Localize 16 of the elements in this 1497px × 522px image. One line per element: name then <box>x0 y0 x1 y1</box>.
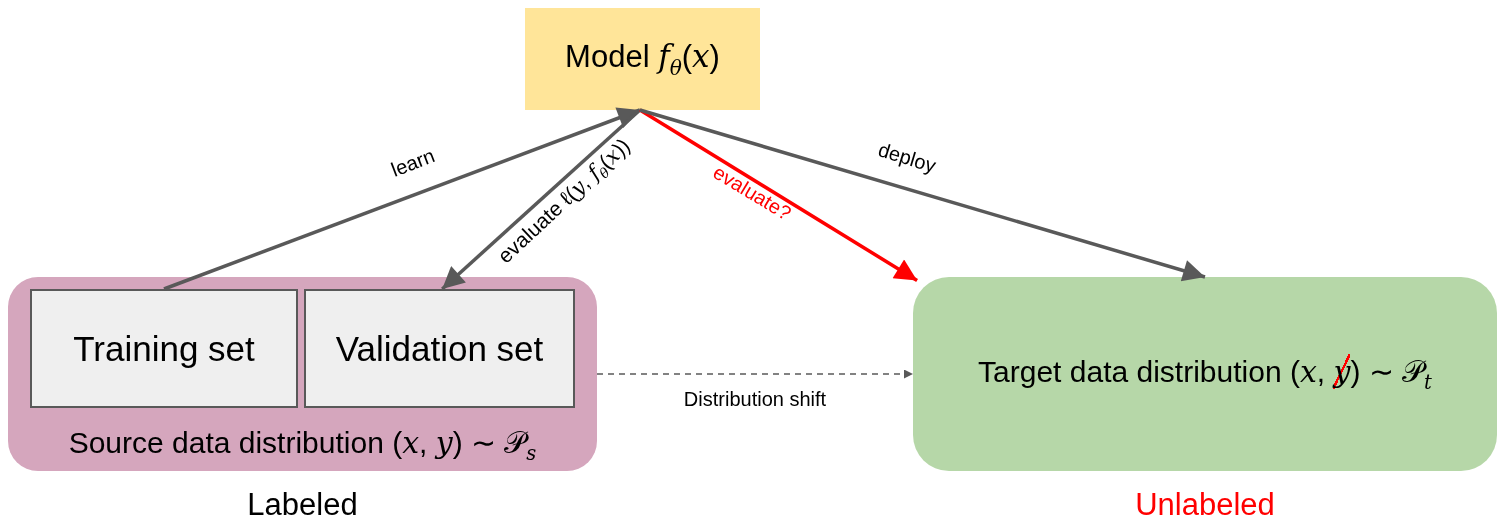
arrow <box>163 107 641 291</box>
node-label: Unlabeled <box>1134 487 1276 522</box>
node-label: Labeled <box>246 487 359 522</box>
dashed-arrow <box>596 369 914 379</box>
model-box <box>525 8 760 110</box>
edge-label: Distribution shift <box>683 387 827 411</box>
arrow <box>639 108 1206 282</box>
node-label: Validation set <box>334 328 545 369</box>
node-label: Source data distribution (x, y) ∼ 𝒫$_{s}$ <box>67 425 538 465</box>
edge-label: learn <box>388 144 438 182</box>
arrow <box>441 108 642 291</box>
validation-set-box <box>304 289 575 408</box>
node-label: Model f$_{θ}$(x) <box>564 38 721 80</box>
training-set-box <box>30 289 298 408</box>
node-label: Training set <box>72 328 256 369</box>
edge-label: deploy <box>875 138 939 178</box>
